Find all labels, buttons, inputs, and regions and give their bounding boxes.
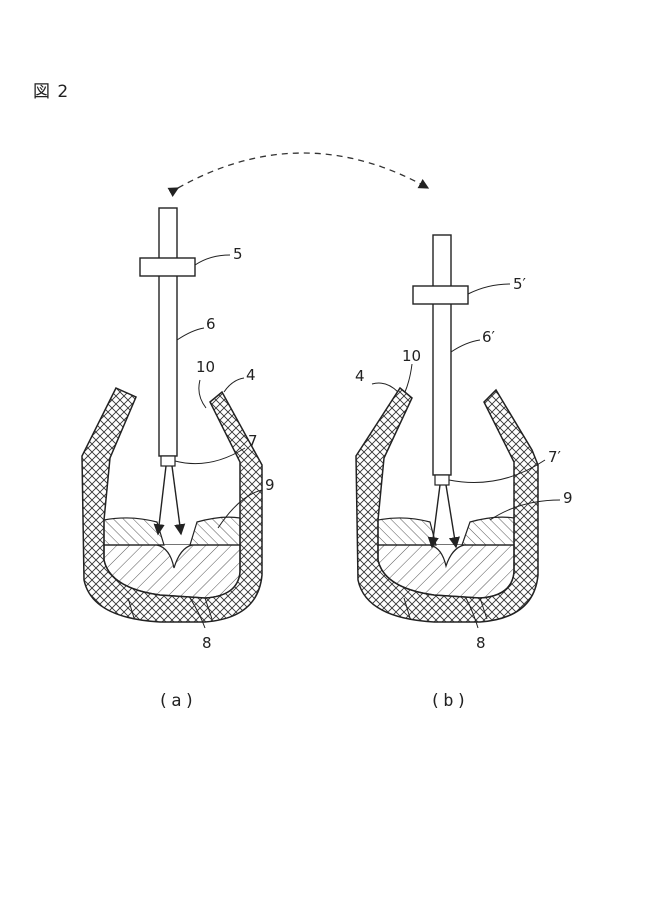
caption-b: (b) xyxy=(430,691,470,711)
slag-b xyxy=(378,518,436,545)
label-lining-a: 10 xyxy=(196,358,215,376)
label-converter-b: 4 xyxy=(355,367,365,385)
label-nozzle-b: 7′ xyxy=(548,448,562,466)
slag-a xyxy=(104,518,164,545)
label-bath-b: 8 xyxy=(476,634,486,652)
label-lance-b: 6′ xyxy=(482,328,496,346)
label-slag-a: 9 xyxy=(265,476,275,494)
label-bath-a: 8 xyxy=(202,634,212,652)
holder-b xyxy=(413,286,468,304)
nozzle-b xyxy=(435,475,449,485)
label-lance-a: 6 xyxy=(206,315,216,333)
lance-b xyxy=(433,235,451,475)
holder-a xyxy=(140,258,195,276)
label-holder-a: 5 xyxy=(233,245,243,263)
panel-a: 5 6 10 4 7 9 8 xyxy=(82,208,275,652)
lance-a xyxy=(159,208,177,456)
label-nozzle-a: 7 xyxy=(248,432,258,450)
label-converter-a: 4 xyxy=(246,366,256,384)
label-slag-b: 9 xyxy=(563,489,573,507)
label-holder-b: 5′ xyxy=(513,275,527,293)
nozzle-a xyxy=(161,456,175,466)
label-lining-b: 10 xyxy=(402,347,421,365)
caption-a: (a) xyxy=(158,691,198,711)
panel-b: 5′ 6′ 10 4 7′ 9 8 xyxy=(355,235,573,652)
swing-arrow xyxy=(178,153,428,188)
